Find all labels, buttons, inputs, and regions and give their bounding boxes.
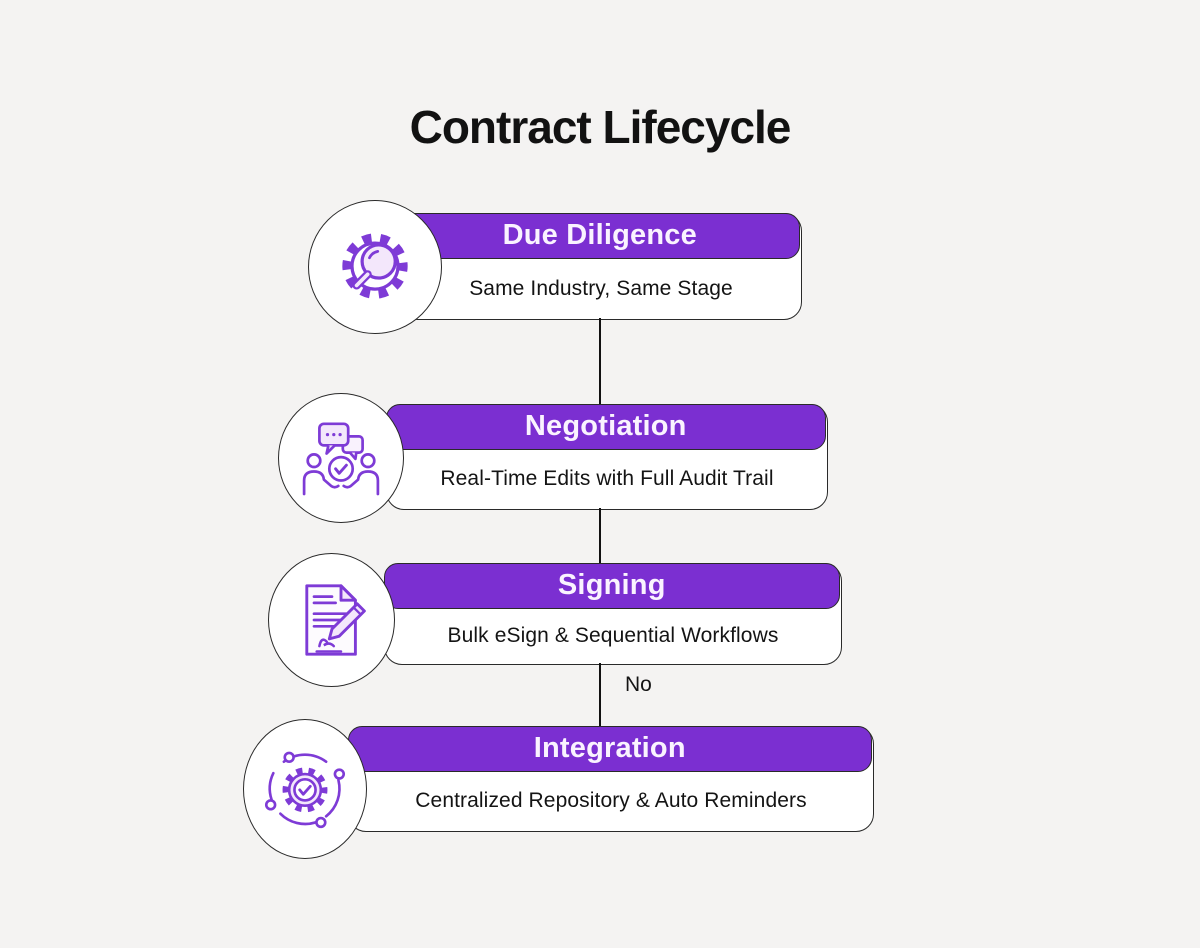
stage-card: Integration Centralized Repository & Aut… [347,725,874,832]
stage-icon-badge [308,200,442,334]
stage-header: Signing [383,562,840,609]
stage-card: Negotiation Real-Time Edits with Full Au… [385,403,828,510]
stage-icon-badge [268,553,395,687]
stage-header: Negotiation [385,403,826,450]
stage-description: Same Industry, Same Stage [469,276,733,300]
gear-magnifier-icon [342,233,408,299]
connector-line [599,508,601,563]
stage-header: Due Diligence [399,212,800,259]
stage-description: Bulk eSign & Sequential Workflows [447,624,779,647]
connector-label: No [625,673,652,696]
stage-icon-badge [278,393,404,523]
page-title: Contract Lifecycle [409,101,792,153]
stage-description: Real-Time Edits with Full Audit Trail [440,467,774,490]
stage-title: Negotiation [524,410,687,442]
negotiation-handshake-icon [302,422,380,496]
integration-gear-icon [264,751,346,829]
connector-line [599,318,601,404]
stage-title: Due Diligence [502,219,697,251]
stage-icon-badge [243,719,367,859]
connector-line [599,663,601,726]
document-signing-icon [304,584,366,656]
stage-card: Due Diligence Same Industry, Same Stage [399,212,802,320]
stage-card: Signing Bulk eSign & Sequential Workflow… [383,562,842,665]
stage-description: Centralized Repository & Auto Reminders [415,789,807,812]
stage-title: Integration [533,732,686,764]
stage-title: Signing [557,569,666,601]
stage-header: Integration [347,725,872,772]
